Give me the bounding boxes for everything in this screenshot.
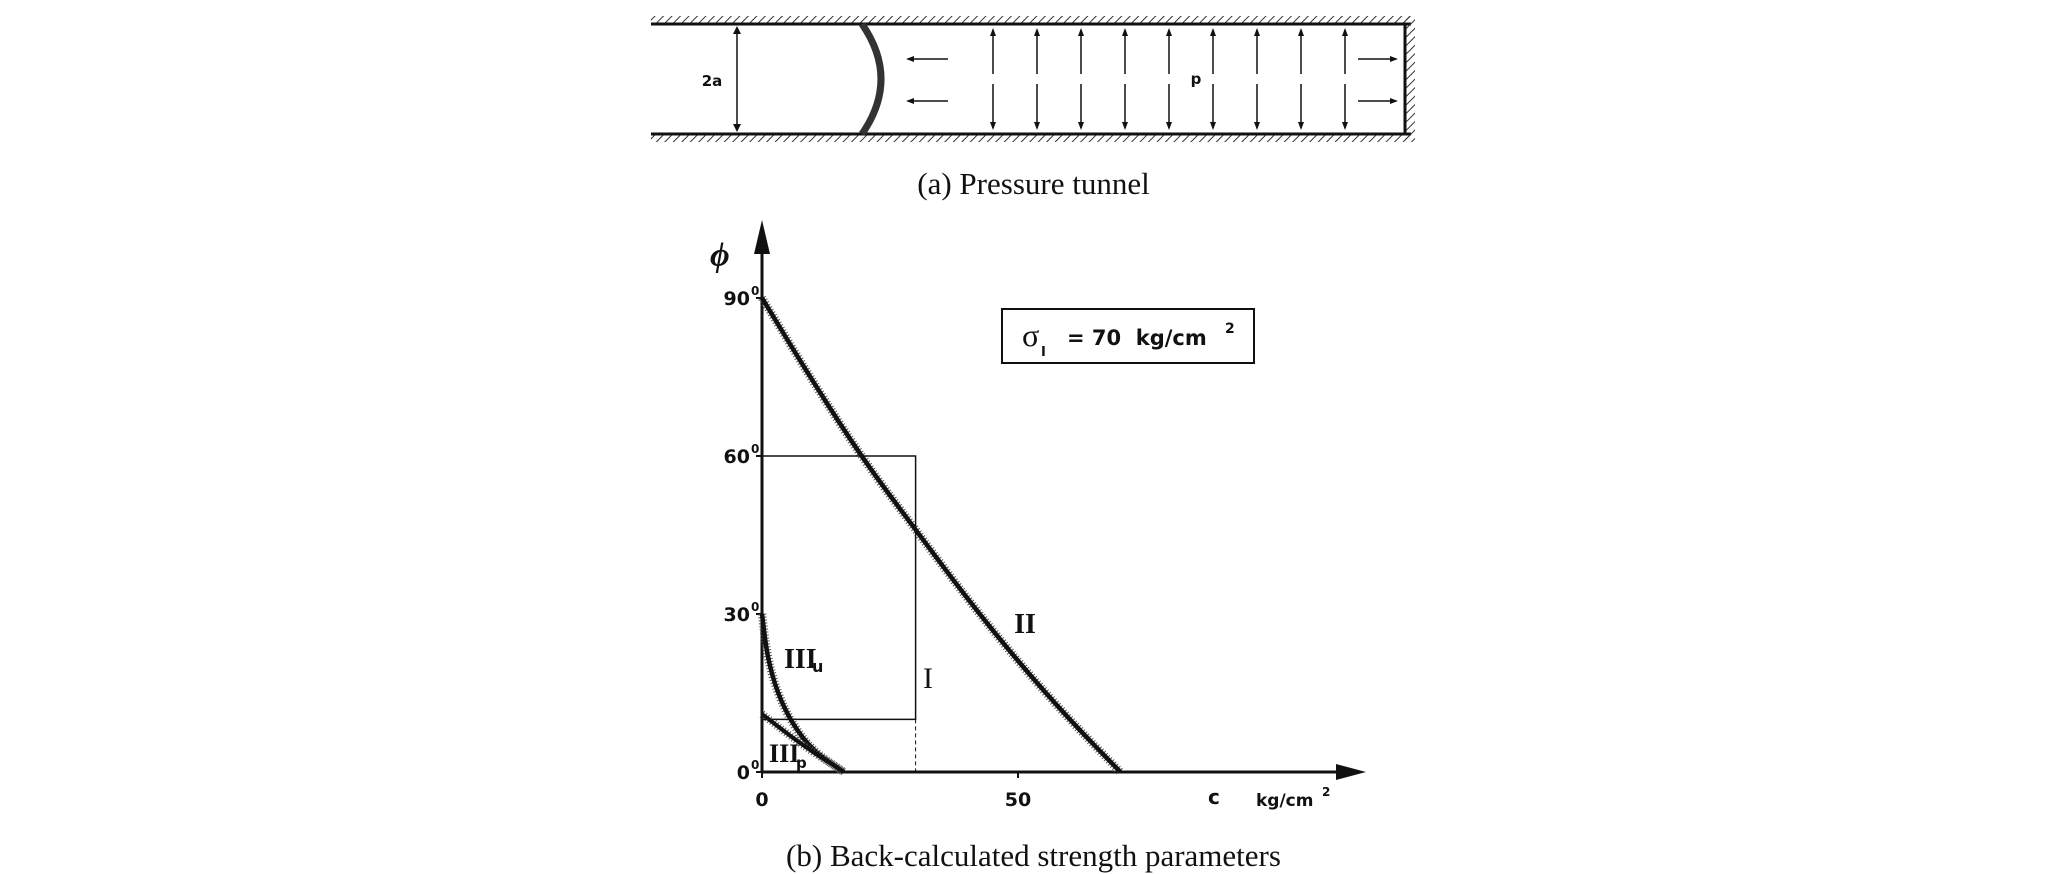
region-label-IIIu-sub: u xyxy=(812,657,823,676)
c-tick-label: 50 xyxy=(1005,789,1031,811)
c-axis-arrowhead xyxy=(1336,764,1366,780)
phi-tick-degree: 0 xyxy=(751,284,759,298)
tunnel-bottom-rock-hatch xyxy=(651,134,1411,142)
c-axis-unit: kg/cm xyxy=(1256,791,1313,811)
figure-b-caption: (b) Back-calculated strength parameters xyxy=(786,838,1281,873)
pressure-arrowhead xyxy=(1254,28,1260,36)
tunnel-end-rock-hatch xyxy=(1405,16,1415,142)
series-II-hatch xyxy=(758,295,1124,775)
series-I-line xyxy=(762,455,917,721)
pressure-arrowhead xyxy=(1298,28,1304,36)
pressure-arrowhead xyxy=(1122,122,1128,130)
c-axis-unit-exponent: 2 xyxy=(1322,785,1330,799)
pressure-arrowhead xyxy=(1122,28,1128,36)
tunnel-top-rock-hatch xyxy=(651,16,1411,24)
chart-marks xyxy=(757,295,1124,776)
pressure-arrowhead xyxy=(1342,122,1348,130)
pressure-arrows xyxy=(906,28,1398,130)
pressure-arrowhead xyxy=(1298,122,1304,130)
pressure-arrowhead xyxy=(1390,56,1398,62)
figure-a-caption: (a) Pressure tunnel xyxy=(917,166,1150,201)
region-label-II: II xyxy=(1014,609,1036,640)
pressure-arrowhead xyxy=(1166,122,1172,130)
c-tick-label: 0 xyxy=(755,789,768,811)
region-label-IIIu: III xyxy=(784,644,817,675)
series-II-line xyxy=(760,296,1123,774)
phi-tick-degree: 0 xyxy=(751,600,759,614)
pressure-arrowhead xyxy=(1034,28,1040,36)
diameter-label: 2a xyxy=(702,72,723,90)
series-IIIu-line xyxy=(759,613,846,774)
phi-axis-label: ϕ xyxy=(710,237,730,274)
legend-exponent: 2 xyxy=(1225,321,1235,337)
pressure-arrowhead xyxy=(1390,98,1398,104)
pressure-arrowhead xyxy=(1078,122,1084,130)
pressure-arrowhead xyxy=(1210,122,1216,130)
legend-sigma: σ xyxy=(1022,317,1039,353)
pressure-label: p xyxy=(1191,70,1202,88)
phi-tick-label: 0 xyxy=(737,762,750,784)
legend-sigma-subscript: I xyxy=(1041,345,1046,360)
region-label-IIIp: III xyxy=(769,739,799,768)
phi-tick-degree: 0 xyxy=(751,758,759,772)
phi-tick-label: 30 xyxy=(724,604,750,626)
pressure-arrowhead xyxy=(906,56,914,62)
c-axis-label: c xyxy=(1208,785,1220,809)
pressure-arrowhead xyxy=(990,28,996,36)
series-IIIp-line xyxy=(760,712,846,774)
region-label-IIIp-sub: p xyxy=(796,754,807,772)
phi-tick-label: 60 xyxy=(724,446,750,468)
tunnel-plug xyxy=(859,22,885,136)
legend-box xyxy=(1001,308,1255,364)
pressure-arrowhead xyxy=(1166,28,1172,36)
legend-value: = 70 kg/cm xyxy=(1067,326,1207,350)
pressure-arrowhead xyxy=(1254,122,1260,130)
phi-tick-label: 90 xyxy=(724,288,750,310)
pressure-arrowhead xyxy=(1078,28,1084,36)
pressure-arrowhead xyxy=(1034,122,1040,130)
pressure-arrowhead xyxy=(1342,28,1348,36)
pressure-arrowhead xyxy=(906,98,914,104)
region-label-I: I xyxy=(923,662,933,695)
phi-axis-arrowhead xyxy=(754,220,770,254)
phi-tick-degree: 0 xyxy=(751,442,759,456)
pressure-arrowhead xyxy=(1210,28,1216,36)
pressure-arrowhead xyxy=(990,122,996,130)
